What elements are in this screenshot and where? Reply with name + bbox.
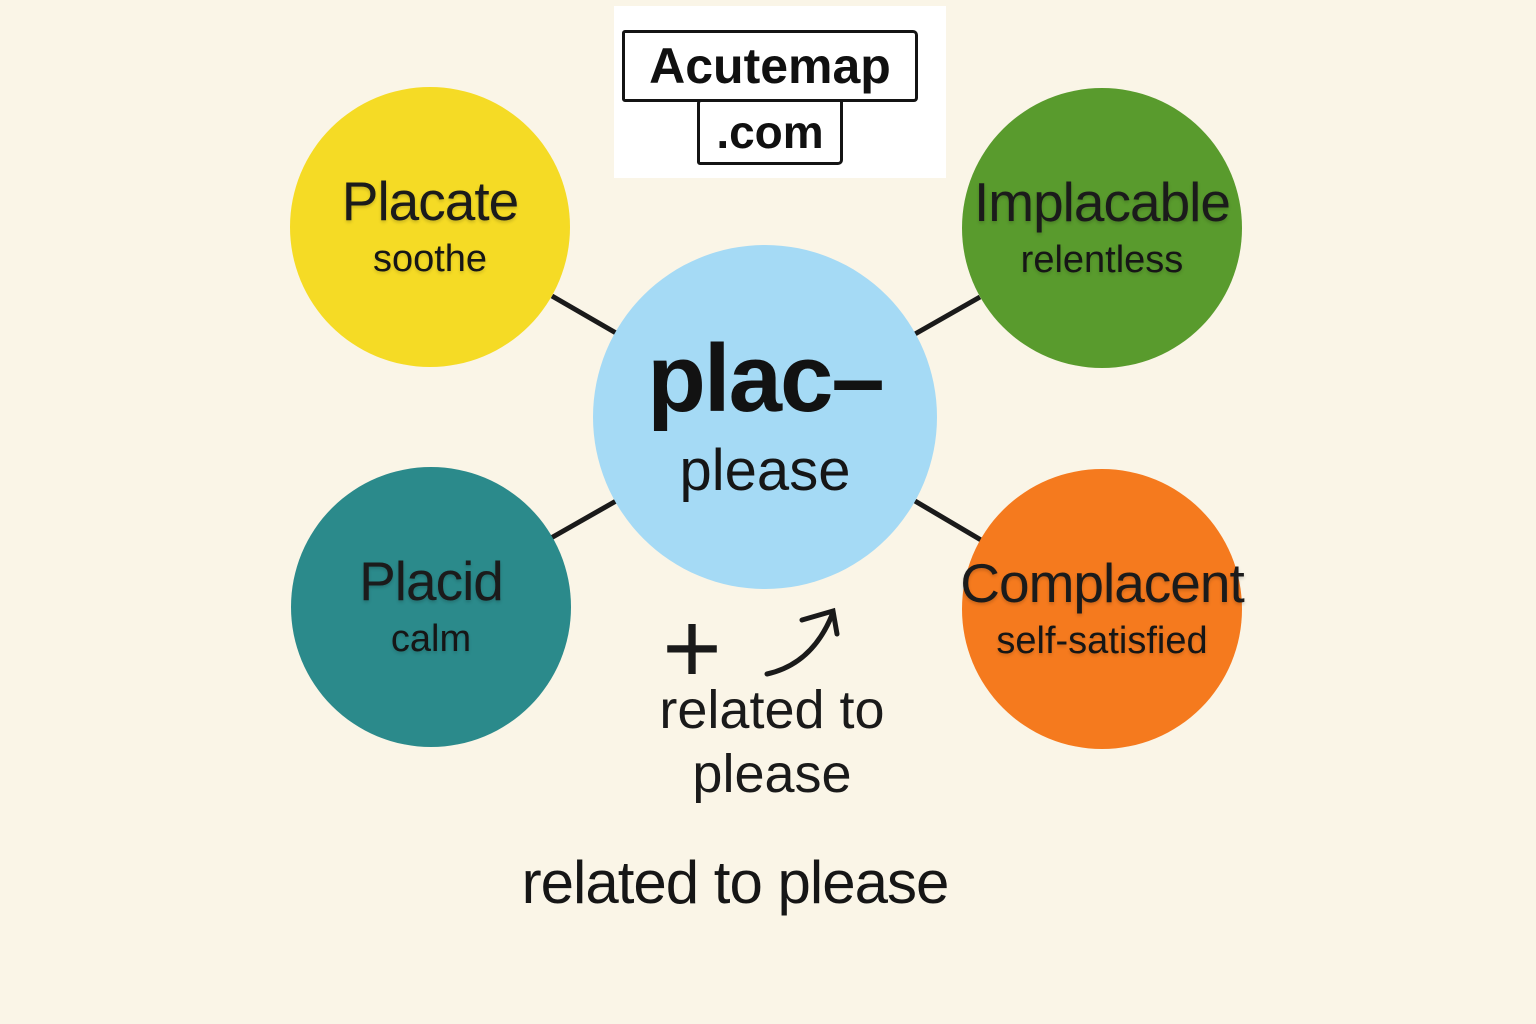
root-meaning: please	[679, 437, 851, 503]
caption-text: related to please	[521, 849, 950, 916]
node-word: Complacent	[960, 551, 1244, 614]
logo-domain: .com	[697, 99, 843, 165]
logo-domain-text: .com	[716, 106, 824, 158]
curved-arrow-icon	[764, 607, 840, 677]
logo-name: Acutemap	[622, 30, 918, 102]
connector-line-implacable	[913, 294, 982, 337]
node-meaning: relentless	[1020, 239, 1184, 282]
node-word: Placate	[341, 169, 519, 232]
note-line-1: related to	[659, 680, 885, 740]
node-complacent: Complacent self-satisfied	[960, 469, 1245, 749]
node-word: Placid	[359, 549, 504, 612]
node-placate: Placate soothe	[290, 87, 570, 367]
note-line-2: please	[692, 744, 852, 804]
logo-name-text: Acutemap	[649, 38, 891, 94]
connector-line-placid	[549, 498, 618, 541]
node-implacable: Implacable relentless	[962, 88, 1242, 368]
node-meaning: soothe	[372, 238, 488, 281]
plus-icon: +	[662, 590, 722, 705]
connector-line-placate	[550, 293, 618, 336]
root-meaning-note: related to please	[597, 678, 947, 806]
node-meaning: self-satisfied	[996, 620, 1208, 663]
node-placid: Placid calm	[291, 467, 571, 747]
node-meaning: calm	[390, 618, 472, 661]
root-word: plac–	[647, 324, 884, 432]
connector-line-complacent	[913, 498, 983, 543]
node-word: Implacable	[974, 170, 1231, 233]
root-node: plac– please	[593, 245, 937, 589]
